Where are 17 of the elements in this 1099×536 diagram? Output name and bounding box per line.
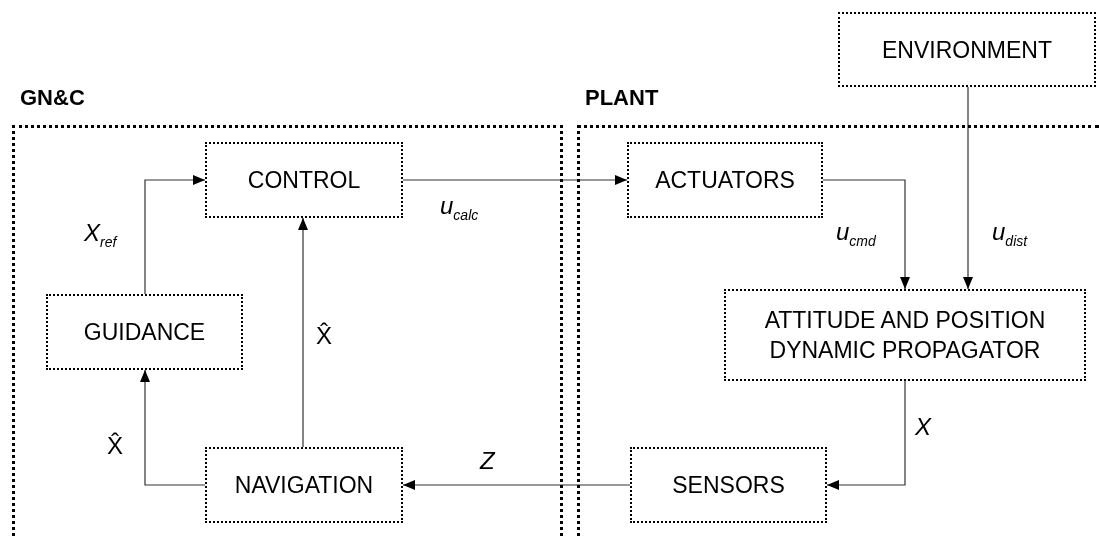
arrow <box>402 480 631 490</box>
process-box: GUIDANCE <box>46 294 243 370</box>
process-box: CONTROL <box>205 142 403 218</box>
process-box: SENSORS <box>630 447 827 523</box>
group-heading: GN&C <box>20 85 85 111</box>
process-box: NAVIGATION <box>205 447 403 523</box>
arrow <box>826 380 906 490</box>
process-box: ACTUATORS <box>627 142 823 218</box>
arrow <box>822 179 910 290</box>
group-heading: PLANT <box>585 85 659 111</box>
arrow <box>298 217 308 448</box>
arrow <box>963 86 973 290</box>
arrow <box>402 175 628 185</box>
arrow <box>140 369 206 486</box>
arrow <box>144 175 206 295</box>
process-box: ATTITUDE AND POSITION DYNAMIC PROPAGATOR <box>724 289 1086 381</box>
process-box: ENVIRONMENT <box>838 12 1096 87</box>
